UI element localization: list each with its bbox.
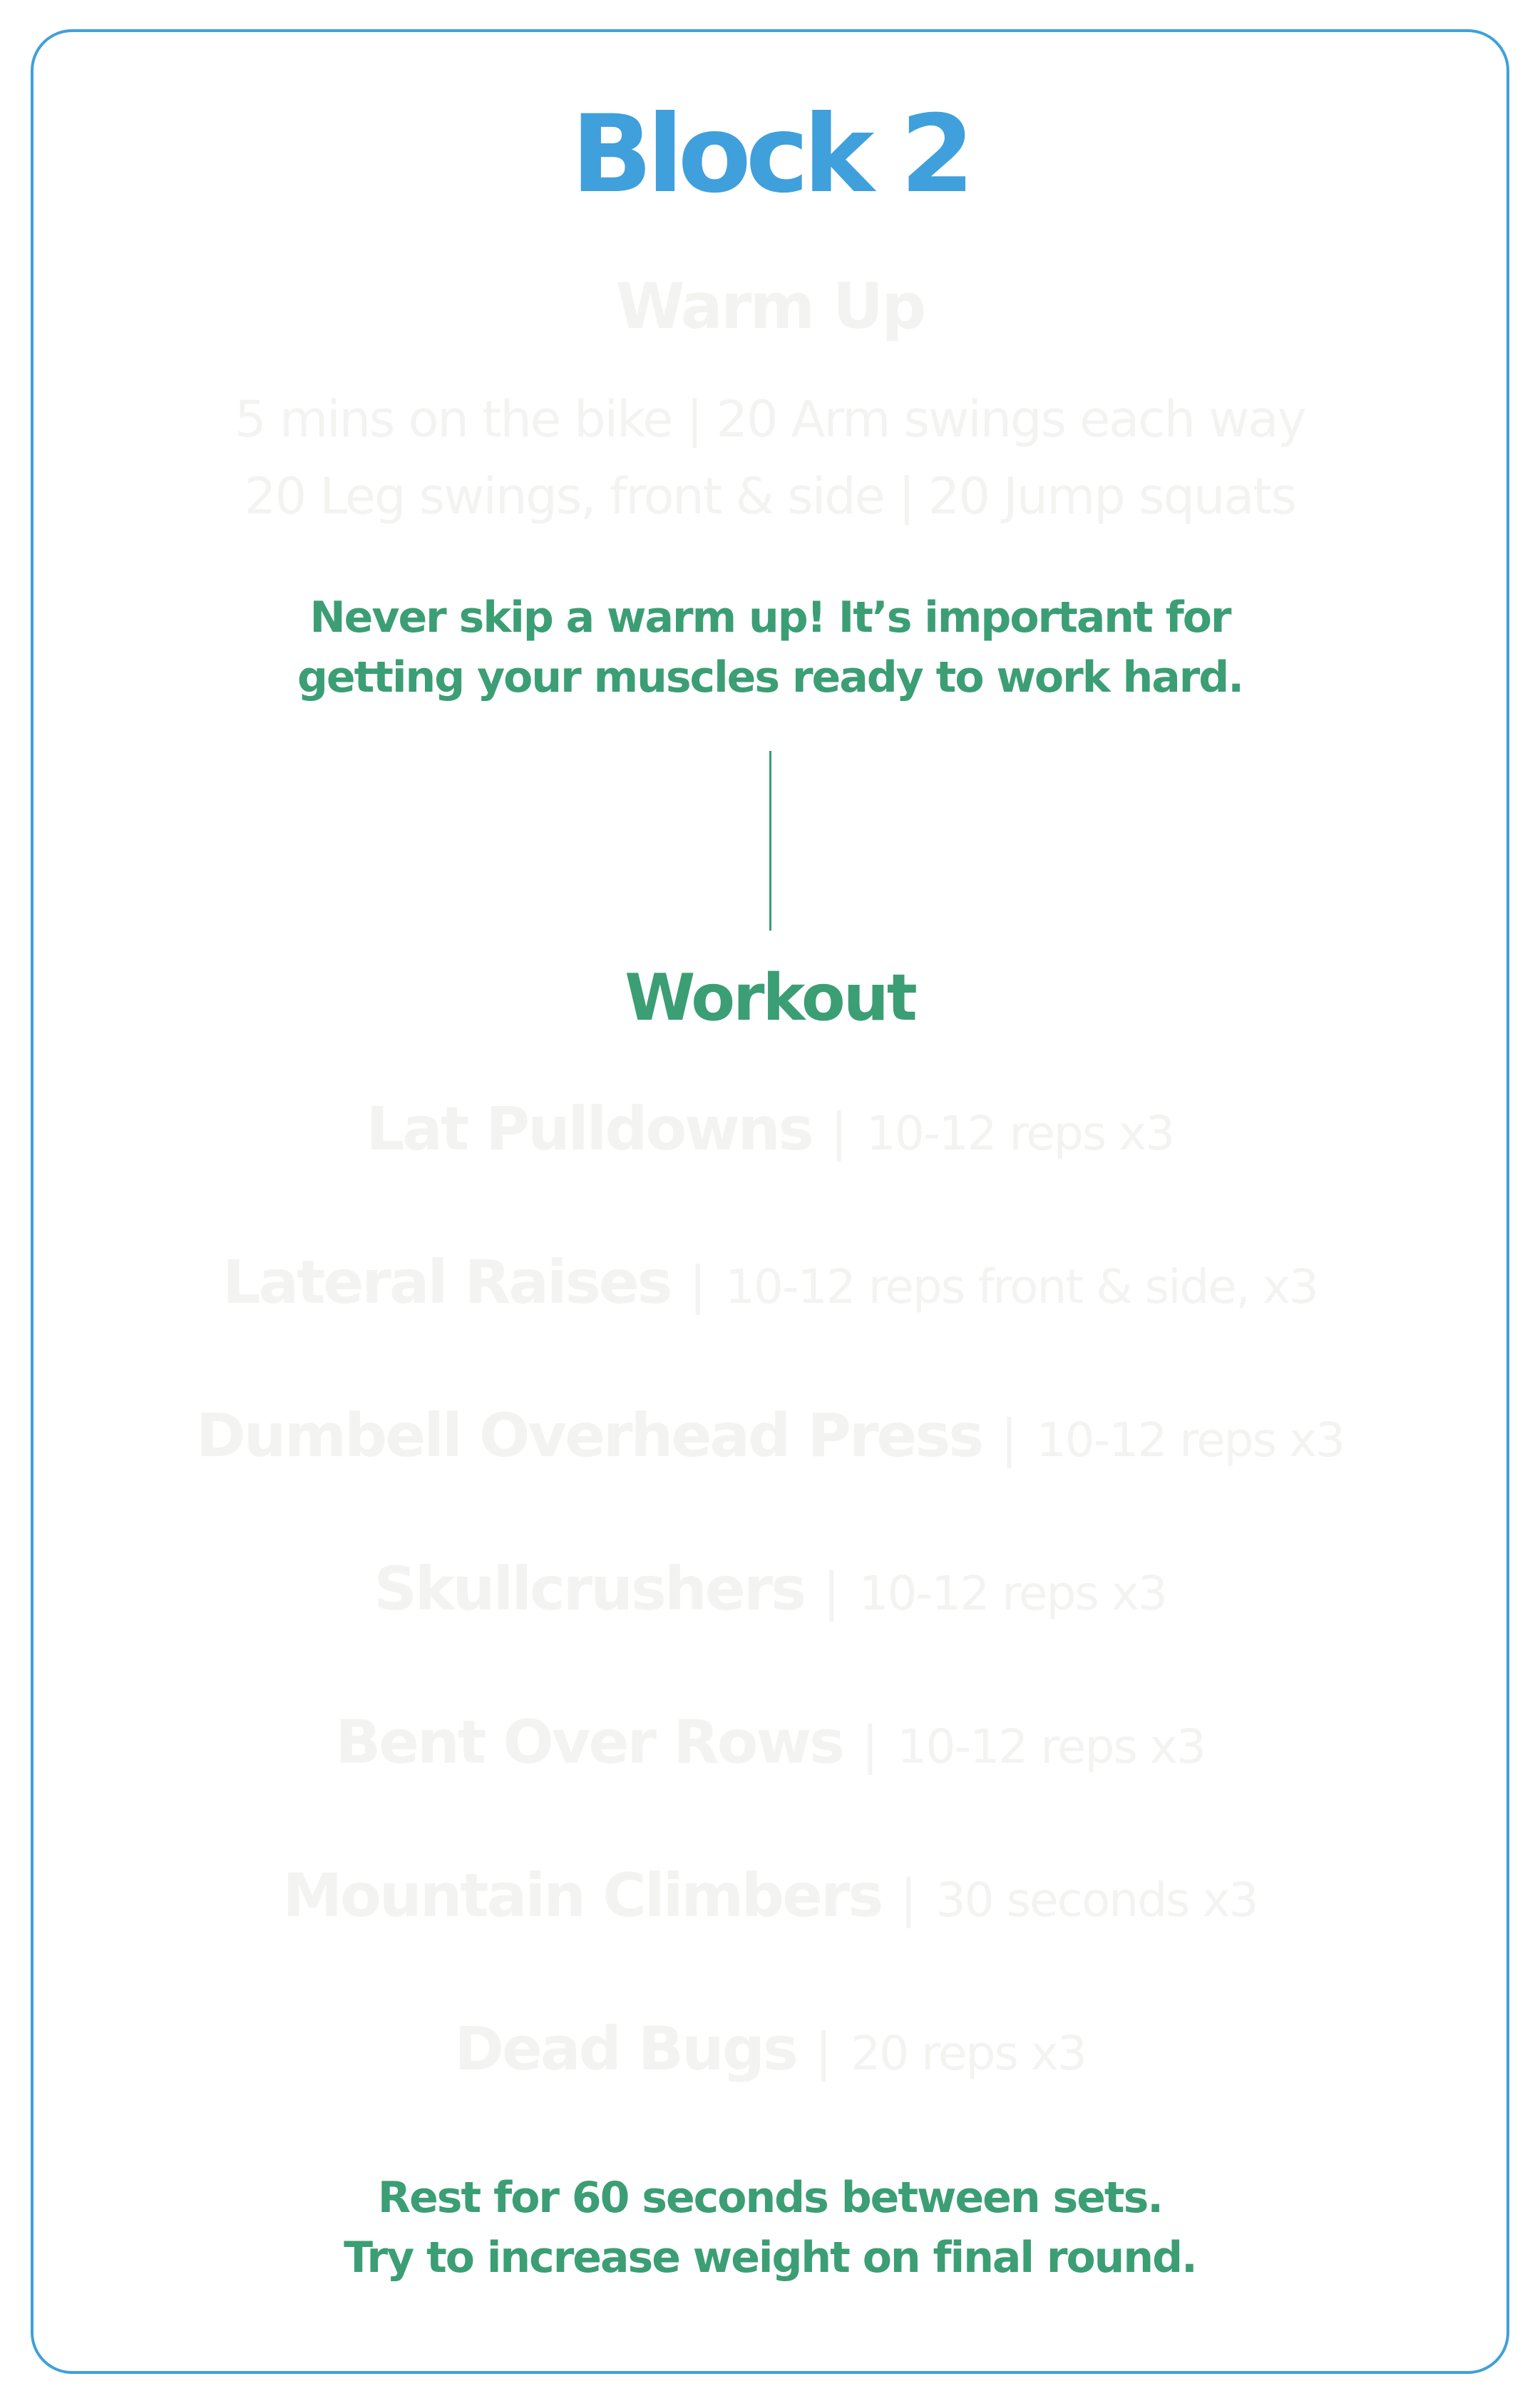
exercise-separator: | <box>900 1868 918 1928</box>
block-title: Block 2 <box>570 93 975 217</box>
exercise-name: Lat Pulldowns <box>366 1094 814 1164</box>
exercise-row: Dead Bugs| 20 reps x3 <box>0 2010 1540 2088</box>
exercise-detail: 10-12 reps x3 <box>866 1106 1175 1161</box>
workout-heading: Workout <box>625 961 918 1035</box>
exercise-name: Mountain Climbers <box>282 1860 884 1930</box>
workout-note: Rest for 60 seconds between sets. Try to… <box>0 2168 1540 2288</box>
exercise-name: Skullcrushers <box>374 1554 806 1624</box>
warmup-note-line: getting your muscles ready to work hard. <box>297 652 1244 702</box>
exercise-detail: 10-12 reps front & side, x3 <box>724 1259 1319 1314</box>
exercise-row: Mountain Climbers | 30 seconds x3 <box>0 1856 1540 1935</box>
warmup-note: Never skip a warm up! It’s important for… <box>0 588 1540 707</box>
exercise-separator: | <box>689 1255 707 1315</box>
exercise-name: Lateral Raises <box>222 1247 673 1317</box>
exercise-separator: | <box>1000 1408 1018 1468</box>
exercise-name: Dead Bugs <box>454 2014 799 2084</box>
exercise-name: Dumbell Overhead Press <box>196 1401 984 1470</box>
exercise-row: Dumbell Overhead Press | 10-12 reps x3 <box>0 1396 1540 1475</box>
exercise-separator: | <box>814 2022 833 2082</box>
exercise-row: Bent Over Rows | 10-12 reps x3 <box>0 1703 1540 1781</box>
exercise-row: Skullcrushers | 10-12 reps x3 <box>0 1550 1540 1628</box>
warmup-line: 20 Leg swings, front & side | 20 Jump sq… <box>244 467 1297 526</box>
workout-note-line: Try to increase weight on final round. <box>344 2233 1198 2283</box>
exercise-separator: | <box>823 1562 841 1622</box>
workout-note-line: Rest for 60 seconds between sets. <box>377 2173 1164 2223</box>
exercise-row: Lateral Raises | 10-12 reps front & side, … <box>0 1243 1540 1321</box>
exercise-detail: 10-12 reps x3 <box>1036 1413 1345 1468</box>
warmup-line: 5 mins on the bike | 20 Arm swings each … <box>235 390 1307 449</box>
warmup-note-line: Never skip a warm up! It’s important for <box>309 593 1231 643</box>
warmup-heading: Warm Up <box>615 270 927 343</box>
exercise-detail: 30 seconds x3 <box>935 1873 1259 1928</box>
exercise-detail: 20 reps x3 <box>851 2026 1087 2081</box>
exercise-detail: 10-12 reps x3 <box>858 1566 1167 1621</box>
block-card <box>31 29 1509 2374</box>
exercise-separator: | <box>830 1102 848 1162</box>
exercise-separator: | <box>861 1715 879 1775</box>
exercise-detail: 10-12 reps x3 <box>897 1719 1206 1774</box>
exercise-name: Bent Over Rows <box>335 1707 845 1777</box>
exercise-row: Lat Pulldowns | 10-12 reps x3 <box>0 1090 1540 1168</box>
section-divider <box>769 751 771 931</box>
